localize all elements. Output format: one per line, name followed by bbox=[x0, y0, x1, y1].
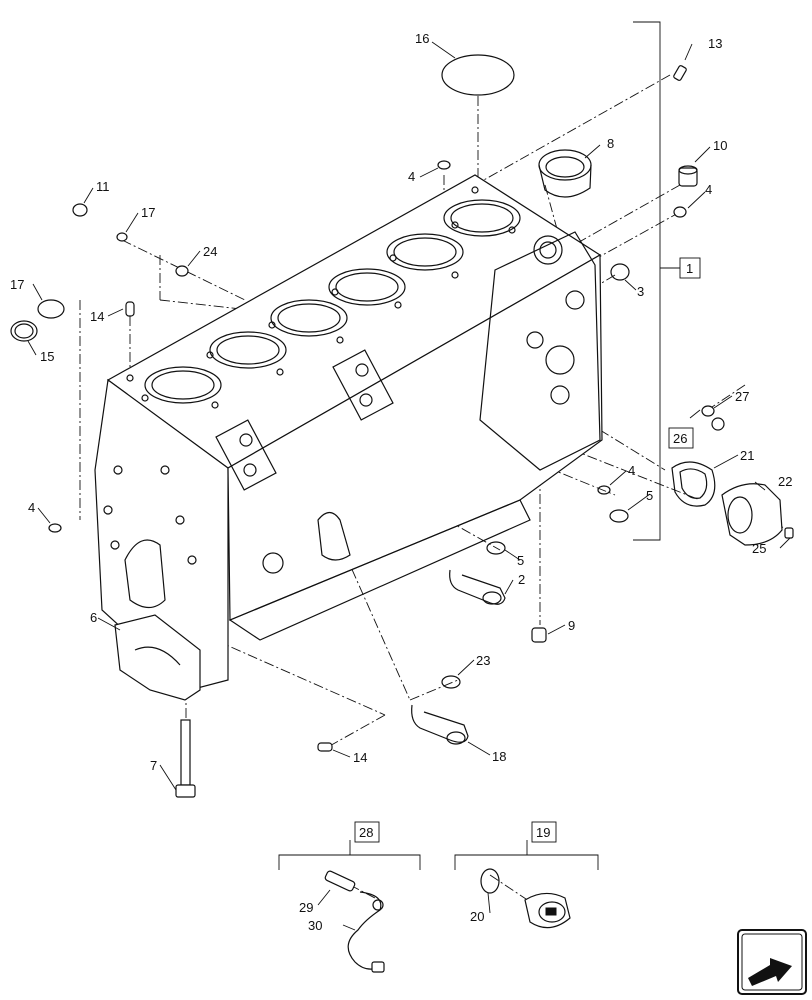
dowel-4-upper-right bbox=[673, 206, 687, 218]
group-bracket-1 bbox=[633, 21, 680, 541]
callout-27: 27 bbox=[735, 389, 749, 404]
piston-cooling-nozzle-2 bbox=[449, 569, 506, 605]
plug-17-upper bbox=[116, 232, 128, 242]
next-page-arrow-icon[interactable] bbox=[737, 929, 807, 995]
plug-3 bbox=[610, 263, 630, 281]
pin-13 bbox=[673, 65, 687, 81]
gasket-21 bbox=[671, 461, 716, 507]
plug-19 bbox=[524, 892, 571, 929]
leader-lines bbox=[27, 41, 791, 931]
o-ring-16 bbox=[441, 54, 515, 96]
callout-4: 4 bbox=[705, 182, 712, 197]
piston-cooling-nozzle-18 bbox=[411, 704, 469, 745]
bolt-7 bbox=[175, 719, 196, 798]
callout-21: 21 bbox=[740, 448, 754, 463]
sensor-9 bbox=[531, 627, 547, 643]
callout-3: 3 bbox=[637, 284, 644, 299]
callout-4: 4 bbox=[408, 169, 415, 184]
plug-27 bbox=[701, 405, 715, 417]
boxed-callout-19: 19 bbox=[531, 821, 557, 843]
callout-4: 4 bbox=[28, 500, 35, 515]
callout-10: 10 bbox=[713, 138, 727, 153]
bolt-25 bbox=[784, 527, 794, 539]
kit-bracket-19 bbox=[454, 840, 599, 870]
boxed-callout-1: 1 bbox=[679, 257, 701, 279]
svg-text:19: 19 bbox=[536, 825, 550, 840]
callout-5: 5 bbox=[646, 488, 653, 503]
dowel-14-upper bbox=[125, 301, 135, 317]
callout-22: 22 bbox=[778, 474, 792, 489]
svg-text:1: 1 bbox=[686, 261, 693, 276]
o-ring-5-center bbox=[486, 541, 506, 555]
cylinder-block bbox=[94, 174, 603, 691]
callout-14: 14 bbox=[90, 309, 104, 324]
callout-numbers: 16 13 8 10 4 4 11 17 24 3 17 15 14 27 21… bbox=[10, 31, 792, 933]
o-ring-17-left bbox=[37, 299, 65, 319]
callout-24: 24 bbox=[203, 244, 217, 259]
cylinder-bores bbox=[144, 199, 521, 404]
callout-13: 13 bbox=[708, 36, 722, 51]
plug-10 bbox=[678, 165, 698, 187]
callout-25: 25 bbox=[752, 541, 766, 556]
liner-8 bbox=[538, 149, 592, 198]
callout-2: 2 bbox=[518, 572, 525, 587]
main-bearing-cap-6 bbox=[114, 614, 201, 701]
callout-8: 8 bbox=[607, 136, 614, 151]
plug-15 bbox=[10, 320, 38, 342]
callout-9: 9 bbox=[568, 618, 575, 633]
svg-text:28: 28 bbox=[359, 825, 373, 840]
deck-bolt-holes bbox=[126, 186, 516, 409]
part-26-fitting bbox=[711, 417, 725, 431]
boxed-callouts: 1 26 28 19 bbox=[354, 257, 701, 843]
callout-18: 18 bbox=[492, 749, 506, 764]
callout-15: 15 bbox=[40, 349, 54, 364]
callout-17: 17 bbox=[10, 277, 24, 292]
o-ring-5-right bbox=[609, 509, 629, 523]
kit-bracket-28 bbox=[278, 840, 421, 870]
boxed-callout-26: 26 bbox=[668, 427, 694, 449]
callout-7: 7 bbox=[150, 758, 157, 773]
o-ring-20 bbox=[480, 868, 500, 894]
seal-4-right bbox=[597, 485, 611, 495]
callout-23: 23 bbox=[476, 653, 490, 668]
callout-30: 30 bbox=[308, 918, 322, 933]
callout-29: 29 bbox=[299, 900, 313, 915]
callout-4: 4 bbox=[628, 463, 635, 478]
callout-6: 6 bbox=[90, 610, 97, 625]
plug-11 bbox=[72, 203, 88, 217]
sensor-harness-29-30 bbox=[324, 870, 385, 973]
plug-24 bbox=[175, 265, 189, 277]
seal-4-left bbox=[48, 523, 62, 533]
o-ring-23 bbox=[441, 675, 461, 689]
callout-17: 17 bbox=[141, 205, 155, 220]
callout-5: 5 bbox=[517, 553, 524, 568]
dowel-14-lower bbox=[317, 742, 333, 752]
callout-14: 14 bbox=[353, 750, 367, 765]
seal-4-top bbox=[437, 160, 451, 170]
svg-text:26: 26 bbox=[673, 431, 687, 446]
callout-20: 20 bbox=[470, 909, 484, 924]
elbow-22 bbox=[721, 483, 783, 546]
boxed-callout-28: 28 bbox=[354, 821, 380, 843]
callout-16: 16 bbox=[415, 31, 429, 46]
callout-11: 11 bbox=[96, 179, 110, 194]
